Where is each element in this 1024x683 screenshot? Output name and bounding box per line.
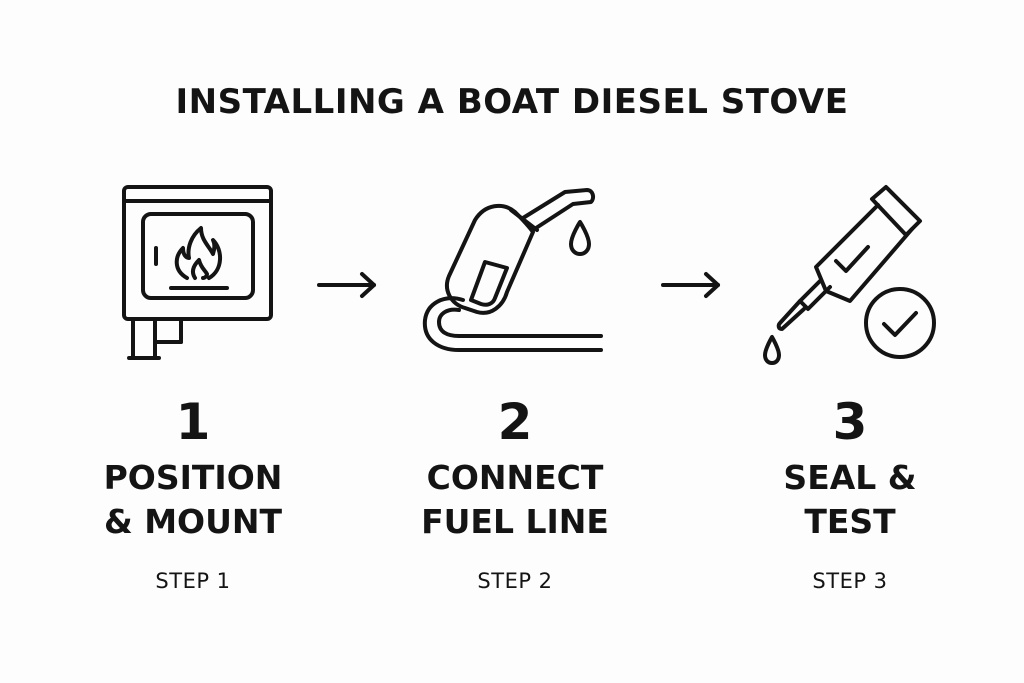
step-caption: STEP 1 — [155, 569, 231, 593]
arrow-right-icon — [660, 270, 724, 304]
step-label: POSITION & MOUNT — [43, 456, 343, 544]
step-number: 2 — [497, 393, 533, 451]
fuel-nozzle-icon — [415, 180, 610, 360]
step-label-line: SEAL & — [783, 458, 917, 497]
stove-icon — [115, 178, 280, 368]
page-title: INSTALLING A BOAT DIESEL STOVE — [175, 82, 849, 122]
step-number: 3 — [832, 393, 868, 451]
step-3: 3 SEAL & TEST STEP 3 — [700, 394, 1000, 594]
step-label-line: FUEL LINE — [421, 502, 609, 541]
step-label-line: CONNECT — [426, 458, 604, 497]
step-caption: STEP 2 — [477, 569, 553, 593]
step-1: 1 POSITION & MOUNT STEP 1 — [43, 394, 343, 594]
step-label-line: TEST — [804, 502, 896, 541]
step-2: 2 CONNECT FUEL LINE STEP 2 — [365, 394, 665, 594]
step-caption: STEP 3 — [812, 569, 888, 593]
step-label: SEAL & TEST — [700, 456, 1000, 544]
sealant-tube-check-icon — [760, 183, 945, 373]
step-label-line: & MOUNT — [103, 502, 283, 541]
step-number: 1 — [175, 393, 211, 451]
arrow-right-icon — [316, 270, 380, 304]
step-label-line: POSITION — [103, 458, 283, 497]
step-label: CONNECT FUEL LINE — [365, 456, 665, 544]
